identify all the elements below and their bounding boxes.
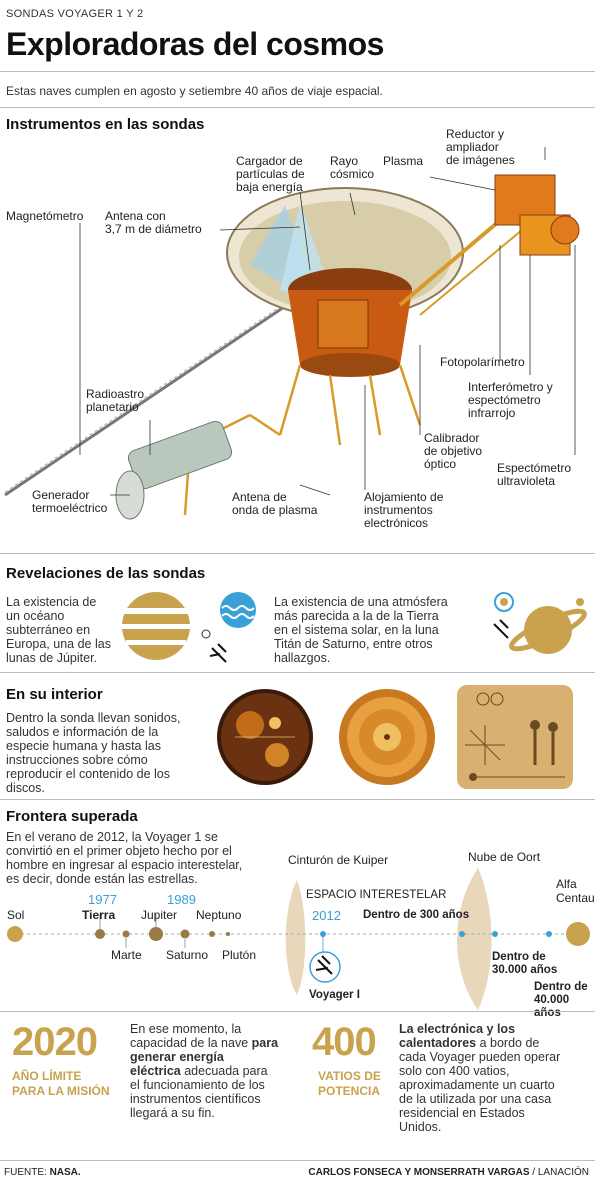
jupiter-ocean-icons	[122, 592, 256, 663]
titan-icon	[493, 592, 514, 639]
kuiper-belt-band	[285, 880, 306, 995]
label-kuiper: Cinturón de Kuiper	[288, 853, 389, 867]
label-saturno: Saturno	[166, 948, 209, 962]
stat-year: 2020	[12, 1020, 98, 1064]
saturn-icons	[493, 592, 587, 654]
label-neptuno: Neptuno	[196, 908, 242, 922]
magnetometer-boom	[4, 299, 291, 497]
timeline-diagram	[7, 868, 590, 1010]
neptune-marker	[209, 931, 215, 937]
label-voyager: Voyager I	[309, 989, 360, 1001]
oort-cloud-band	[457, 868, 492, 1010]
pluto-marker	[226, 932, 230, 936]
voyager-2012-marker	[320, 931, 326, 937]
divider	[0, 1011, 595, 1012]
kicker: SONDAS VOYAGER 1 Y 2	[6, 8, 144, 20]
section-heading-revelations: Revelaciones de las sondas	[6, 565, 206, 582]
section-heading-instruments: Instrumentos en las sondas	[6, 116, 205, 133]
stat-watts-text: La electrónica y los calentadores a bord…	[399, 1022, 561, 1134]
divider	[0, 107, 595, 108]
year-1989: 1989	[167, 892, 196, 907]
interior-text: Dentro la sonda llevan sonidos,saludos e…	[6, 711, 181, 795]
section-heading-frontier: Frontera superada	[6, 808, 138, 825]
saturn-icon	[509, 598, 587, 654]
mars-marker	[122, 930, 130, 938]
probe-small-icon	[209, 643, 227, 663]
voyager-icon	[309, 951, 341, 983]
label-fotopolarimetro: Fotopolarímetro	[440, 355, 525, 369]
golden-record-diagram-image	[457, 685, 573, 789]
divider	[0, 1160, 595, 1161]
marker-40000-years	[546, 931, 552, 937]
sun-marker	[7, 926, 23, 942]
label-oort: Nube de Oort	[468, 850, 541, 864]
footer-source: FUENTE: NASA.	[4, 1167, 81, 1178]
label-alfa-centauri: AlfaCentauri	[556, 877, 595, 905]
divider	[0, 71, 595, 72]
alpha-centauri-marker	[566, 922, 590, 946]
earth-marker	[95, 929, 105, 939]
pointer-lines	[79, 147, 576, 496]
year-1977: 1977	[88, 892, 117, 907]
stat-year-text: En ese momento, la capacidad de la nave …	[130, 1022, 279, 1120]
rtg-generator	[115, 420, 233, 520]
intro-text: Estas naves cumplen en agosto y setiembr…	[6, 84, 383, 98]
ocean-icon	[201, 592, 256, 639]
label-jupiter: Jupiter	[141, 908, 178, 922]
marker-300-years	[459, 931, 465, 937]
label-tierra: Tierra	[82, 908, 116, 922]
golden-record-disc-image	[339, 689, 435, 785]
label-plasma: Plasma	[383, 154, 424, 168]
section-heading-interior: En su interior	[6, 686, 103, 703]
label-sol: Sol	[7, 908, 25, 922]
golden-record-images	[217, 685, 573, 789]
jupiter-marker	[149, 927, 163, 941]
golden-record-cover-image	[217, 689, 313, 785]
page-title: Exploradoras del cosmos	[6, 26, 384, 62]
voyager-probe-illustration	[4, 147, 580, 520]
label-300-years: Dentro de 300 años	[363, 909, 470, 921]
divider	[0, 553, 595, 554]
divider	[0, 672, 595, 673]
stat-watts: 400	[312, 1020, 377, 1064]
probe-bus	[288, 268, 412, 377]
label-interstellar: ESPACIO INTERESTELAR	[306, 889, 447, 901]
jupiter-icon	[122, 592, 190, 660]
year-2012: 2012	[312, 908, 341, 923]
label-pluton: Plutón	[222, 948, 257, 962]
divider	[0, 799, 595, 800]
science-boom	[398, 174, 580, 316]
label-marte: Marte	[111, 948, 142, 962]
marker-30000-years	[492, 931, 498, 937]
footer-credits: CARLOS FONSECA Y MONSERRATH VARGAS / LAN…	[308, 1167, 589, 1178]
label-magnetometro: Magnetómetro	[6, 209, 84, 223]
saturn-marker	[180, 929, 190, 939]
